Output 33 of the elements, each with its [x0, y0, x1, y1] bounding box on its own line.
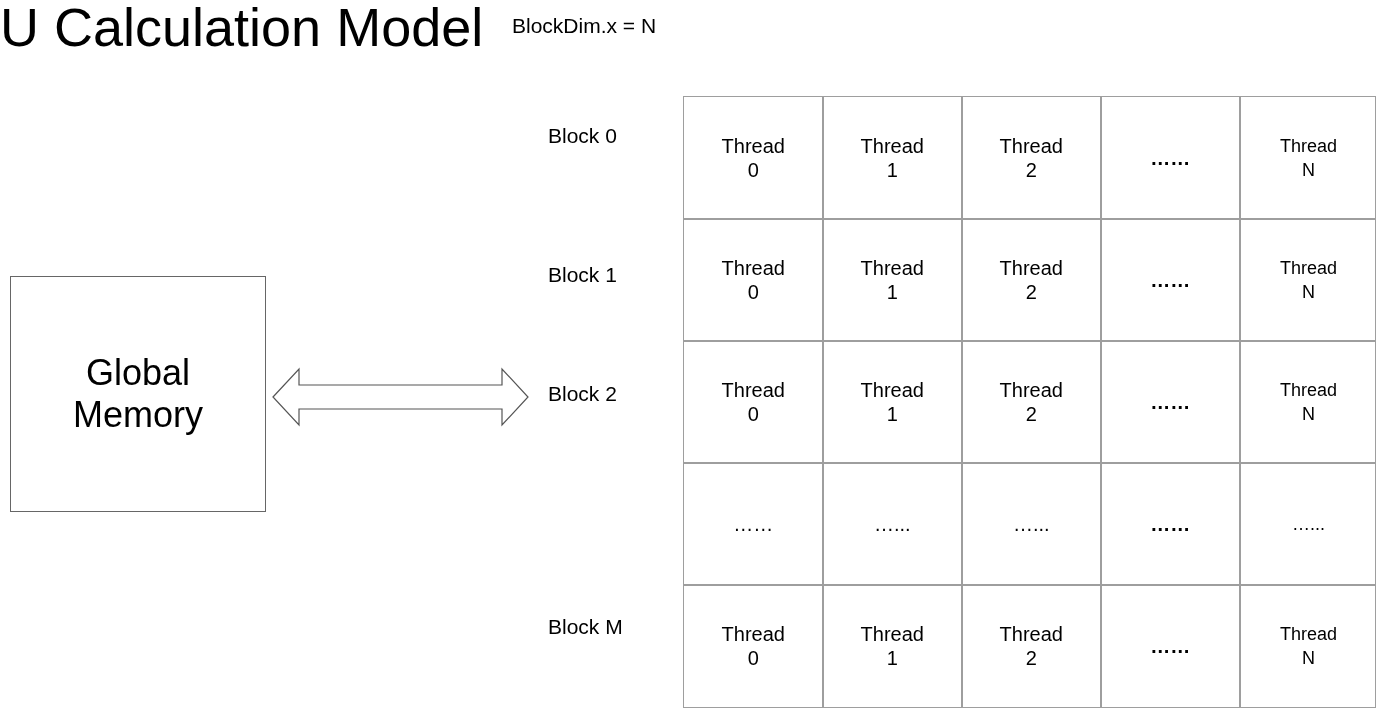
grid-cell: Thread 2	[961, 218, 1102, 342]
grid-cell: Thread N	[1239, 584, 1376, 708]
grid-cell: Thread 0	[683, 96, 824, 220]
grid-cell: ……	[683, 462, 824, 586]
grid-cell: Thread N	[1239, 218, 1376, 342]
grid-cell: Thread 0	[683, 218, 824, 342]
grid-cell: ……	[1100, 96, 1241, 220]
title: U Calculation Model	[0, 0, 484, 58]
memory-box: Global Memory	[10, 276, 266, 512]
grid-cell: ……	[1100, 462, 1241, 586]
row-label: Block 1	[548, 263, 617, 287]
grid-cell: …...	[1239, 462, 1376, 586]
row-label: Block 2	[548, 382, 617, 406]
row-label: Block 0	[548, 124, 617, 148]
grid-cell: …...	[961, 462, 1102, 586]
dimension-label: BlockDim.x = N	[512, 14, 657, 38]
grid-cell: Thread 0	[683, 584, 824, 708]
grid-cell: ……	[1100, 218, 1241, 342]
grid-cell: Thread N	[1239, 340, 1376, 464]
grid-cell: Thread 1	[822, 584, 963, 708]
grid-cell: Thread 2	[961, 96, 1102, 220]
grid-cell: ……	[1100, 340, 1241, 464]
grid-cell: Thread 0	[683, 340, 824, 464]
grid-cell: Thread 1	[822, 96, 963, 220]
grid-cell: Thread 1	[822, 218, 963, 342]
grid-cell: Thread 2	[961, 340, 1102, 464]
grid-cell: Thread 1	[822, 340, 963, 464]
grid-cell: Thread 2	[961, 584, 1102, 708]
row-label: Block M	[548, 615, 623, 639]
double-arrow	[272, 367, 529, 427]
grid-cell: Thread N	[1239, 96, 1376, 220]
grid-cell: ……	[1100, 584, 1241, 708]
grid-cell: …...	[822, 462, 963, 586]
